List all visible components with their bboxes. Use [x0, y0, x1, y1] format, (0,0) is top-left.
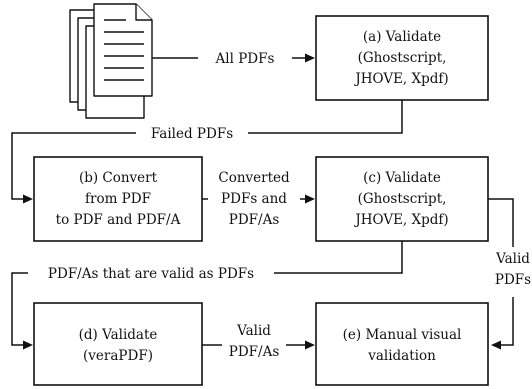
- label-all-pdfs-text: All PDFs: [215, 51, 275, 67]
- label-valid-pdfas-line-1: Valid: [236, 323, 271, 339]
- step-c-line-3: JHOVE, Xpdf): [353, 212, 448, 228]
- step-b-line-3: to PDF and PDF/A: [56, 212, 181, 228]
- step-d-validate-box: (d) Validate (veraPDF): [33, 302, 203, 386]
- step-a-line-3: JHOVE, Xpdf): [353, 71, 448, 87]
- label-valid-pdfs: Valid PDFs: [493, 247, 532, 297]
- step-a-validate-box: (a) Validate (Ghostscript, JHOVE, Xpdf): [315, 15, 489, 101]
- step-e-line-1: (e) Manual visual: [343, 327, 462, 343]
- step-e-manual-validation-box: (e) Manual visual validation: [315, 302, 489, 386]
- step-d-line-1: (d) Validate: [79, 327, 158, 343]
- step-d-line-2: (veraPDF): [83, 348, 153, 364]
- label-failed-pdfs-text: Failed PDFs: [151, 126, 233, 142]
- label-failed-pdfs: Failed PDFs: [136, 123, 248, 143]
- label-all-pdfs: All PDFs: [198, 48, 292, 68]
- label-valid-pdfas: Valid PDF/As: [222, 321, 286, 361]
- step-e-line-2: validation: [367, 348, 436, 364]
- step-c-line-1: (c) Validate: [363, 170, 441, 186]
- step-b-line-2: from PDF: [85, 191, 151, 207]
- label-valid-as-pdfs: PDF/As that are valid as PDFs: [28, 263, 274, 283]
- document-stack-icon: [69, 3, 153, 119]
- label-valid-pdfs-line-1: Valid: [495, 251, 530, 267]
- label-valid-pdfs-line-2: PDFs: [495, 272, 531, 288]
- step-b-line-1: (b) Convert: [79, 170, 158, 186]
- step-c-line-2: (Ghostscript,: [358, 191, 447, 207]
- step-b-convert-box: (b) Convert from PDF to PDF and PDF/A: [33, 156, 203, 242]
- step-a-line-1: (a) Validate: [363, 29, 441, 45]
- step-a-line-2: (Ghostscript,: [358, 50, 447, 66]
- label-converted-line-2: PDFs and: [221, 191, 287, 207]
- label-valid-as-pdfs-text: PDF/As that are valid as PDFs: [48, 266, 254, 282]
- label-valid-pdfas-line-2: PDF/As: [229, 344, 280, 360]
- label-converted-line-3: PDF/As: [229, 212, 280, 228]
- step-c-validate-box: (c) Validate (Ghostscript, JHOVE, Xpdf): [315, 156, 489, 242]
- label-converted-line-1: Converted: [218, 170, 290, 186]
- label-converted: Converted PDFs and PDF/As: [208, 166, 300, 230]
